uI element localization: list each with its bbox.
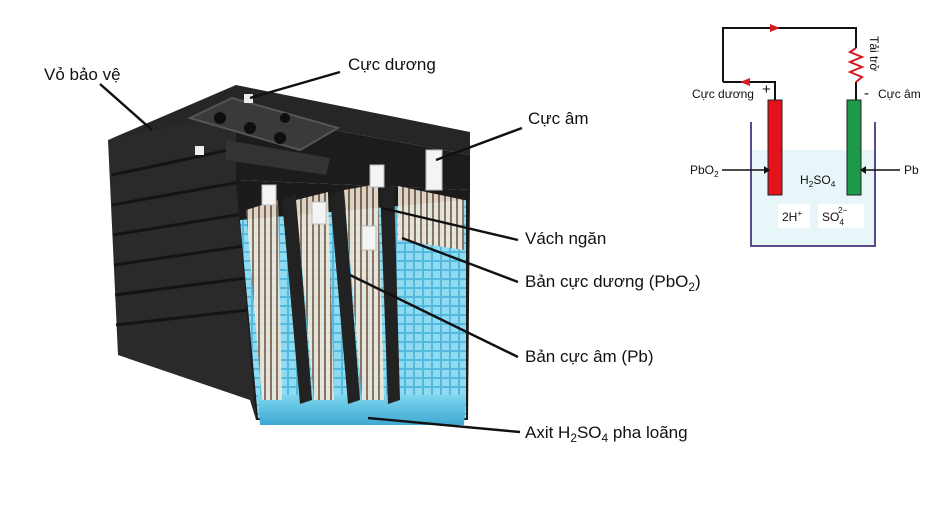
so4-sup: 2− — [838, 205, 848, 215]
so4-sub: 4 — [839, 217, 844, 227]
h-ion-sup: + — [797, 208, 802, 218]
plus-sign: + — [762, 81, 771, 98]
battery-illustration — [108, 85, 470, 425]
h-ion-main: 2H — [782, 210, 797, 224]
positive-plate-main: Bản cực dương (PbO — [525, 272, 688, 291]
label-separator: Vách ngăn — [525, 229, 606, 248]
current-arrow-top — [770, 24, 780, 32]
acid-suffix: pha loãng — [608, 423, 687, 442]
pbo2-sub: 2 — [714, 169, 719, 179]
circuit-positive-label: Cực dương — [692, 87, 754, 101]
el-so: SO — [813, 173, 830, 187]
label-negative-plate: Bản cực âm (Pb) — [525, 347, 654, 366]
h-ion-box — [778, 204, 810, 228]
acid-sub2: 4 — [602, 431, 609, 445]
case-ribs — [111, 146, 249, 327]
minus-sign: - — [864, 85, 869, 102]
acid-sub1: 2 — [570, 431, 577, 445]
positive-plate-end: ) — [695, 272, 701, 291]
positive-plate-sub: 2 — [688, 280, 695, 294]
el-sub1: 2 — [809, 179, 814, 189]
acid-bottom — [258, 395, 466, 425]
label-load: Tải trở — [867, 36, 881, 71]
label-so4-ion: SO4 2− — [822, 205, 848, 227]
label-negative-terminal: Cực âm — [528, 109, 589, 128]
pbo2-main: PbO — [690, 163, 714, 177]
acid-prefix: Axit H — [525, 423, 570, 442]
terminal-strap — [226, 140, 330, 175]
label-acid: Axit H2SO4 pha loãng — [525, 423, 688, 445]
label-pbo2: PbO2 — [690, 163, 719, 179]
acid-mid: SO — [577, 423, 602, 442]
cell-posts — [261, 149, 443, 251]
el-h: H — [800, 173, 809, 187]
load-resistor — [847, 47, 865, 83]
current-arrow-side — [740, 78, 750, 86]
el-sub2: 4 — [831, 179, 836, 189]
beaker — [750, 122, 876, 247]
negative-electrode — [846, 99, 862, 196]
label-h-ion: 2H+ — [782, 208, 802, 224]
label-positive-plate: Bản cực dương (PbO2) — [525, 272, 701, 294]
positive-electrode — [767, 99, 783, 196]
label-positive-terminal: Cực dương — [348, 55, 436, 74]
label-case: Vỏ bảo vệ — [44, 65, 121, 84]
so4-main: SO — [822, 210, 839, 224]
label-pb: Pb — [904, 163, 919, 177]
leader-lines — [99, 70, 523, 434]
battery-vent-strip — [187, 96, 341, 152]
label-electrolyte: H2SO4 — [800, 173, 836, 189]
so4-ion-box — [818, 204, 864, 228]
circuit-negative-label: Cực âm — [878, 87, 921, 101]
circuit-diagram: Tải trở Cực dương + - Cực âm PbO2 Pb H2S… — [690, 24, 921, 247]
